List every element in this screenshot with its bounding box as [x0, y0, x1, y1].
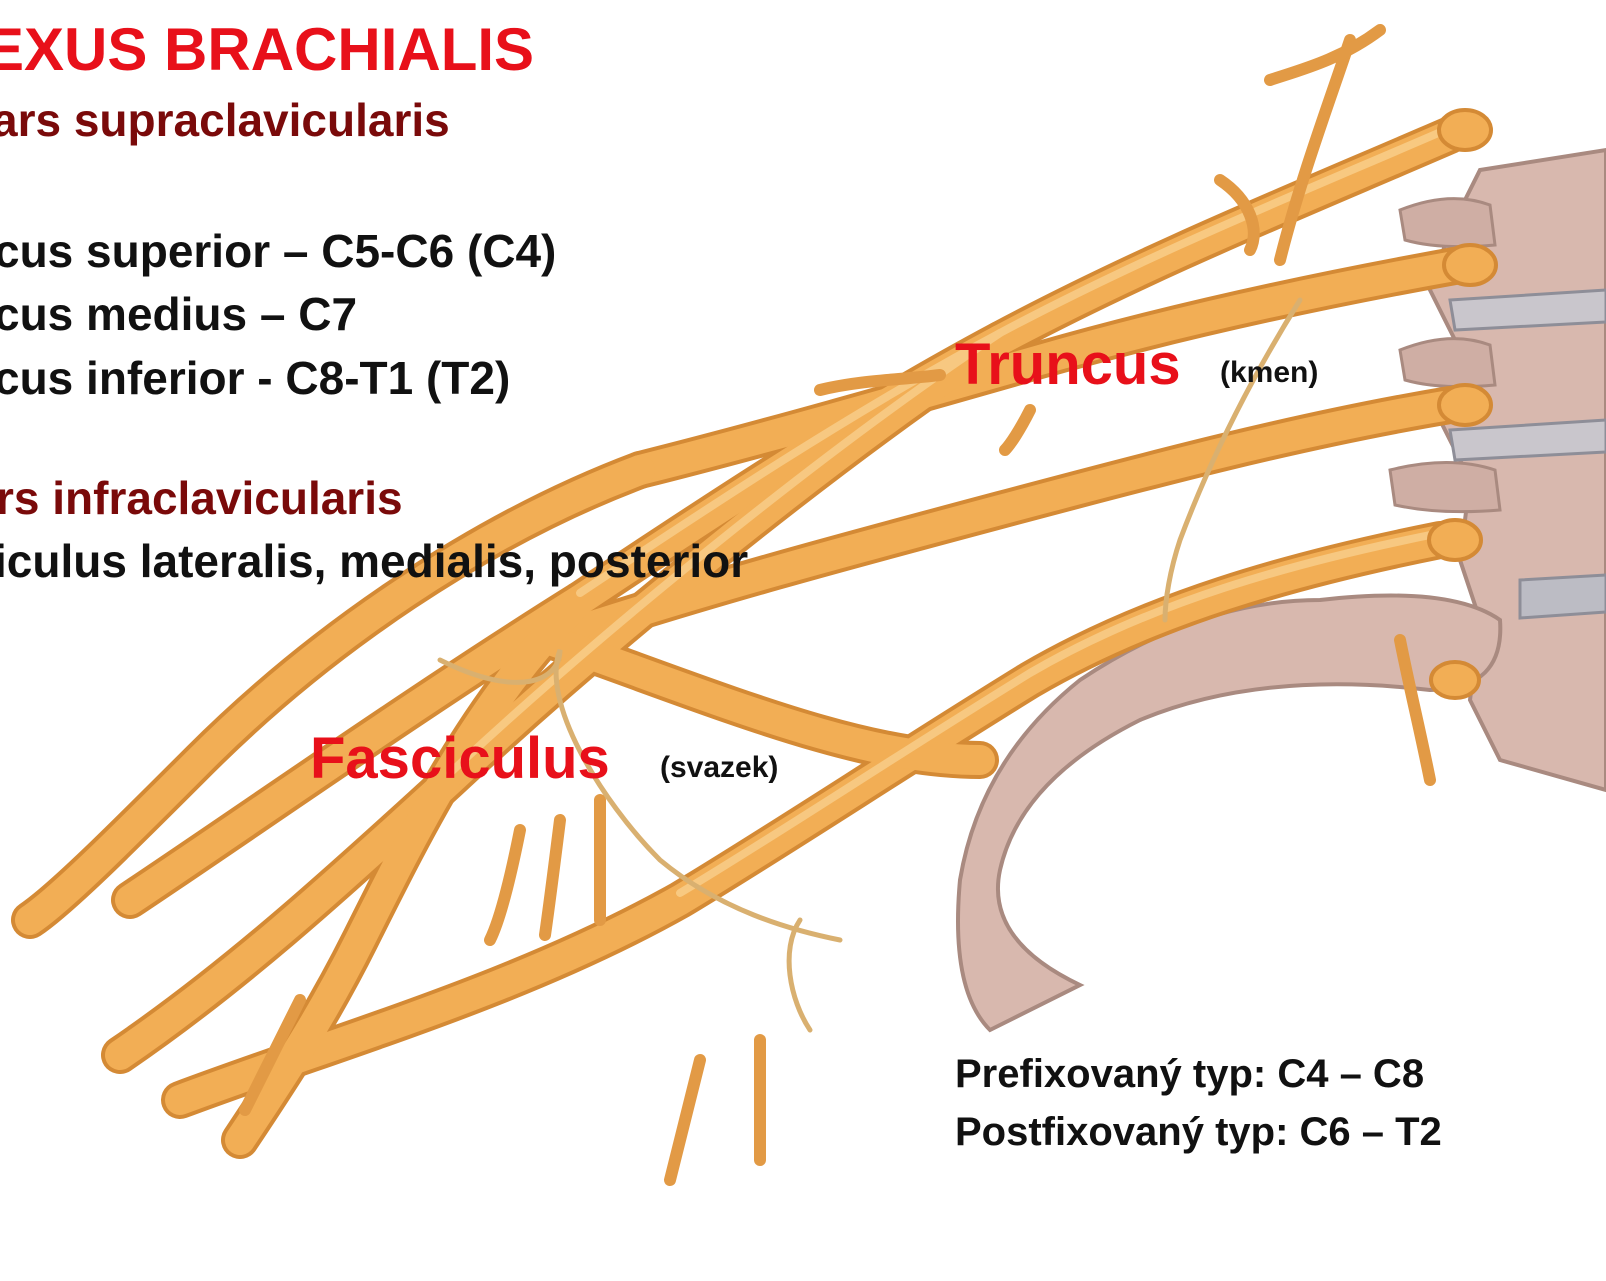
prefixed-type-text: Prefixovaný typ: C4 – C8 — [955, 1054, 1424, 1094]
pars-supraclavicularis-heading: ars supraclavicularis — [0, 97, 450, 143]
fasciculus-note: (svazek) — [660, 753, 778, 783]
vertebral-column — [1390, 150, 1606, 790]
truncus-superior-line: cus superior – C5-C6 (C4) — [0, 228, 556, 274]
fasciculi-line: iculus lateralis, medialis, posterior — [0, 538, 748, 584]
slide-title: EXUS BRACHIALIS — [0, 20, 534, 80]
truncus-inferior-line: cus inferior - C8-T1 (T2) — [0, 355, 510, 401]
truncus-medius-line: cus medius – C7 — [0, 291, 357, 337]
truncus-label: Truncus — [955, 336, 1181, 394]
postfixed-type-text: Postfixovaný typ: C6 – T2 — [955, 1112, 1442, 1152]
truncus-note: (kmen) — [1220, 358, 1318, 388]
pars-infraclavicularis-heading: rs infraclavicularis — [0, 475, 403, 521]
fasciculus-label: Fasciculus — [310, 730, 610, 788]
